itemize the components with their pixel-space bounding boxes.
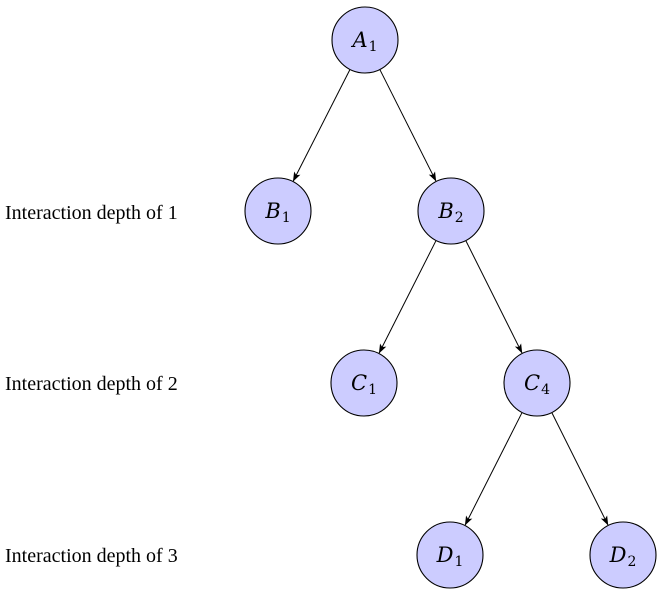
node-subscript: 4 [541, 382, 550, 398]
node-subscript: 2 [627, 554, 636, 570]
node-label: C1 [351, 371, 377, 398]
node-subscript: 1 [454, 554, 463, 570]
node-b2: B2 [417, 177, 485, 245]
node-label: A1 [350, 28, 377, 55]
node-subscript: 1 [368, 382, 377, 398]
node-letter: A [350, 28, 367, 52]
node-letter: D [609, 543, 627, 567]
node-d1: D1 [416, 521, 484, 589]
edge-a1-b2 [379, 69, 437, 182]
node-letter: B [437, 199, 453, 223]
edge-b2-c4 [465, 240, 523, 354]
node-circle [244, 177, 312, 245]
node-a1: A1 [331, 6, 399, 74]
node-circle [589, 521, 657, 589]
node-label: B2 [437, 199, 463, 226]
node-circle [416, 521, 484, 589]
node-c1: C1 [330, 349, 398, 417]
node-letter: B [264, 199, 280, 223]
node-label: D1 [436, 543, 464, 570]
node-letter: C [524, 371, 540, 395]
node-b1: B1 [244, 177, 312, 245]
edge-b2-c1 [378, 240, 437, 354]
node-label: D2 [609, 543, 637, 570]
node-label: B1 [264, 199, 290, 226]
node-subscript: 1 [369, 39, 378, 55]
node-c4: C4 [503, 349, 571, 417]
node-letter: D [436, 543, 454, 567]
depth-label-2: Interaction depth of 2 [5, 373, 178, 395]
node-label: C4 [524, 371, 550, 398]
node-letter: C [351, 371, 367, 395]
edge-a1-b1 [292, 69, 351, 182]
node-circle [503, 349, 571, 417]
edge-c4-d1 [464, 412, 523, 526]
node-circle [417, 177, 485, 245]
depth-label-3: Interaction depth of 3 [5, 545, 178, 567]
edge-c4-d2 [551, 412, 609, 526]
node-circle [331, 6, 399, 74]
edges-layer [292, 69, 609, 526]
depth-label-1: Interaction depth of 1 [5, 202, 178, 224]
node-subscript: 2 [455, 210, 464, 226]
node-circle [330, 349, 398, 417]
node-subscript: 1 [282, 210, 291, 226]
node-d2: D2 [589, 521, 657, 589]
